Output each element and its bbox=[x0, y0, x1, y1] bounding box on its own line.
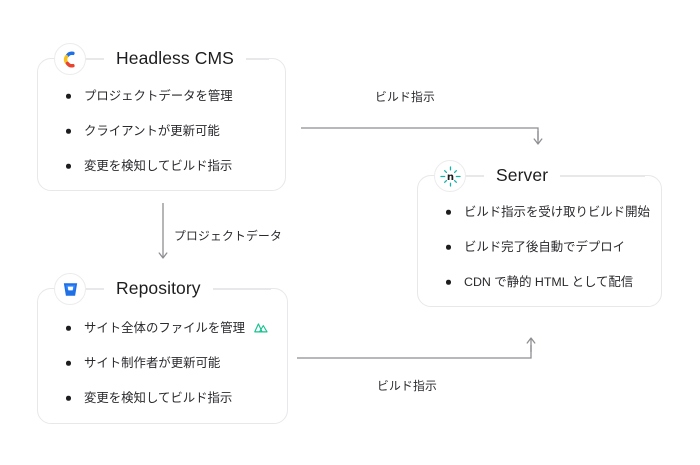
feature-list-server: ビルド指示を受け取りビルド開始 ビルド完了後自動でデプロイ CDN で静的 HT… bbox=[444, 205, 650, 290]
header-rule-left bbox=[466, 175, 484, 177]
list-item: クライアントが更新可能 bbox=[64, 124, 271, 139]
svg-text:n: n bbox=[446, 171, 453, 182]
list-item: 変更を検知してビルド指示 bbox=[64, 391, 273, 406]
list-item-label: CDN で静的 HTML として配信 bbox=[464, 274, 634, 289]
edge-cms-to-server bbox=[301, 127, 543, 145]
header-rule-right bbox=[560, 175, 645, 177]
list-item-label: プロジェクトデータを管理 bbox=[84, 89, 233, 103]
node-header-repository: Repository bbox=[54, 273, 271, 305]
header-rule-right bbox=[245, 58, 269, 60]
node-card-headless-cms[interactable]: Headless CMS プロジェクトデータを管理 クライアントが更新可能 変更… bbox=[37, 43, 286, 191]
list-item: 変更を検知してビルド指示 bbox=[64, 159, 271, 174]
bitbucket-icon bbox=[54, 273, 86, 305]
list-item-label: サイト制作者が更新可能 bbox=[84, 355, 221, 370]
header-rule-right bbox=[212, 288, 271, 290]
header-rule-left bbox=[86, 58, 104, 60]
list-item: サイト制作者が更新可能 bbox=[64, 356, 273, 371]
contentful-icon bbox=[54, 43, 86, 75]
list-item: ビルド指示を受け取りビルド開始 bbox=[444, 205, 650, 220]
mountains-icon bbox=[254, 322, 268, 334]
list-item-label: ビルド指示を受け取りビルド開始 bbox=[464, 205, 650, 219]
netlify-icon: n bbox=[434, 160, 466, 192]
edge-label-cms-to-server: ビルド指示 bbox=[375, 90, 435, 104]
list-item-label: 変更を検知してビルド指示 bbox=[84, 390, 233, 405]
list-item-label: クライアントが更新可能 bbox=[84, 123, 220, 138]
node-card-repository[interactable]: Repository サイト全体のファイルを管理 サイト制作者が更新可能 変更を… bbox=[37, 273, 288, 424]
node-title-server: Server bbox=[484, 167, 561, 185]
edge-label-repository-to-server: ビルド指示 bbox=[377, 379, 437, 393]
edge-repository-to-server bbox=[297, 337, 536, 359]
feature-list-headless-cms: プロジェクトデータを管理 クライアントが更新可能 変更を検知してビルド指示 bbox=[64, 89, 271, 174]
list-item: ビルド完了後自動でデプロイ bbox=[444, 240, 647, 255]
list-item: サイト全体のファイルを管理 bbox=[64, 321, 273, 336]
list-item: プロジェクトデータを管理 bbox=[64, 89, 271, 104]
node-card-server[interactable]: n Server ビルド指示を受け取りビルド開始 ビルド完了後自動でデプロイ C… bbox=[417, 160, 662, 307]
edge-label-cms-to-repository: プロジェクトデータ bbox=[174, 229, 282, 243]
list-item-label: ビルド完了後自動でデプロイ bbox=[464, 239, 626, 254]
node-title-headless-cms: Headless CMS bbox=[104, 50, 246, 68]
node-header-server: n Server bbox=[434, 160, 645, 192]
list-item-label: 変更を検知してビルド指示 bbox=[84, 158, 233, 173]
node-header-headless-cms: Headless CMS bbox=[54, 43, 269, 75]
list-item: CDN で静的 HTML として配信 bbox=[444, 275, 647, 290]
list-item-label: サイト全体のファイルを管理 bbox=[84, 321, 246, 335]
header-rule-left bbox=[86, 288, 104, 290]
node-title-repository: Repository bbox=[104, 280, 213, 298]
feature-list-repository: サイト全体のファイルを管理 サイト制作者が更新可能 変更を検知してビルド指示 bbox=[64, 321, 273, 406]
